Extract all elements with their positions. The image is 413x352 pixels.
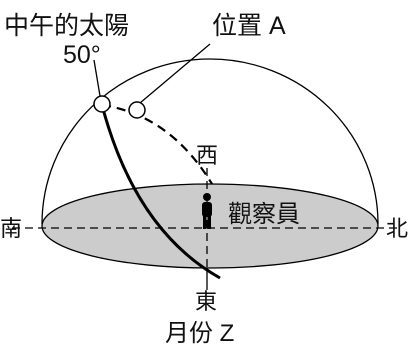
observer-figure-icon (202, 193, 212, 229)
south-label: 南 (0, 216, 22, 241)
sky-dome (41, 58, 379, 225)
east-label: 東 (195, 289, 217, 314)
noon-sun-marker (93, 95, 111, 113)
position-a-marker (128, 101, 146, 119)
observer-label: 觀察員 (228, 201, 300, 228)
position-a-label: 位置 A (212, 12, 286, 40)
sun-path-position-a (101, 103, 213, 185)
noon-sun-label: 中午的太陽 (4, 12, 129, 40)
angle-label: 50° (63, 41, 101, 69)
position-a-pointer (139, 43, 211, 104)
west-label: 西 (196, 143, 218, 168)
sun-path-month-z (100, 104, 221, 280)
noon-sun-pointer (93, 59, 101, 97)
north-label: 北 (386, 216, 408, 241)
month-label: 月份 Z (165, 320, 234, 347)
